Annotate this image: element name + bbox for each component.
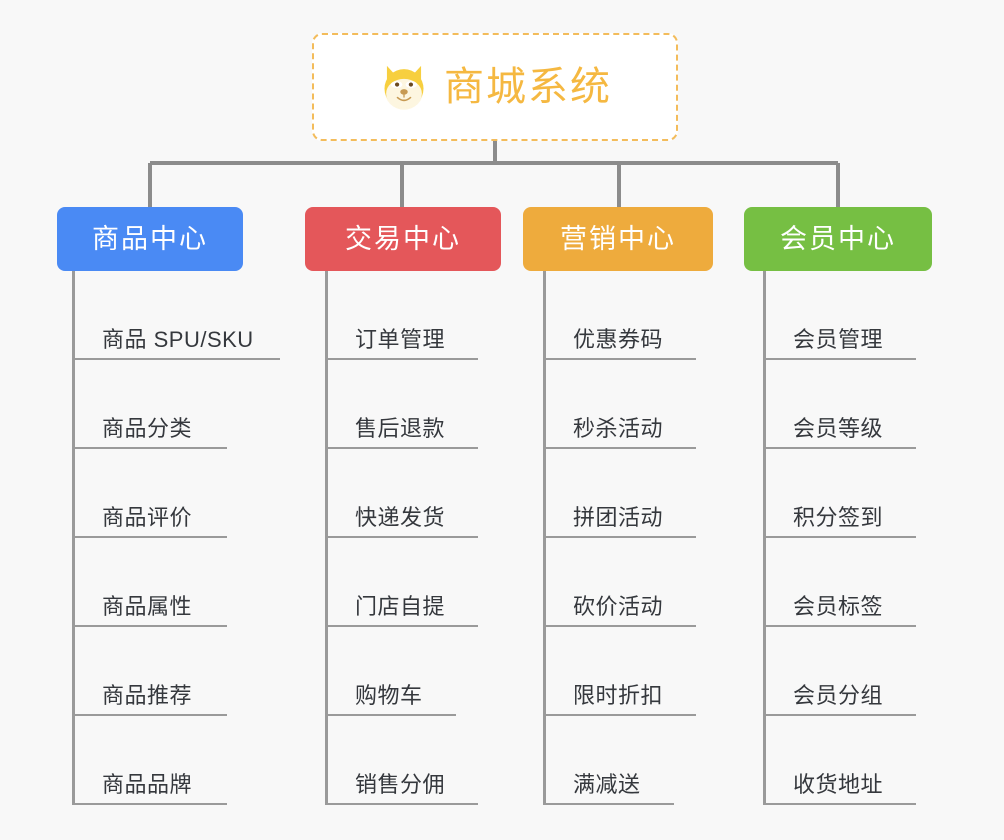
leaf-item[interactable]: 门店自提 [325,538,478,627]
leaf-label: 优惠券码 [573,327,664,352]
leaf-label: 快递发货 [355,505,446,530]
category-box-4[interactable]: 会员中心 [744,207,932,271]
leaf-item[interactable]: 商品推荐 [72,627,260,716]
leaf-item[interactable]: 积分签到 [763,449,916,538]
category-label-3: 营销中心 [560,223,676,254]
leaf-rule [72,714,227,716]
leaf-rule [72,536,227,538]
leaf-item[interactable]: 销售分佣 [325,716,478,805]
leaf-item[interactable]: 商品属性 [72,538,260,627]
leaf-rule [763,714,916,716]
leaf-item[interactable]: 会员分组 [763,627,916,716]
leaf-label: 满减送 [573,772,641,797]
leaf-item[interactable]: 购物车 [325,627,456,716]
leaf-rule [543,803,674,805]
leaf-item[interactable]: 拼团活动 [543,449,696,538]
leaf-item[interactable]: 优惠券码 [543,271,696,360]
leaf-item[interactable]: 快递发货 [325,449,478,538]
leaf-rule [763,803,916,805]
leaf-rule [763,625,916,627]
leaf-rule [325,536,478,538]
leaf-item[interactable]: 秒杀活动 [543,360,696,449]
leaf-label: 收货地址 [793,772,884,797]
branch-trunk-2 [325,271,328,805]
leaf-item[interactable]: 会员标签 [763,538,916,627]
branch-trunk-3 [543,271,546,805]
branch-trunk-4 [763,271,766,805]
leaf-rule [72,447,227,449]
leaf-item[interactable]: 会员管理 [763,271,916,360]
leaf-label: 商品评价 [102,505,193,530]
leaf-rule [543,625,696,627]
leaf-label: 限时折扣 [573,683,664,708]
leaf-item[interactable]: 收货地址 [763,716,916,805]
leaf-rule [325,358,478,360]
leaf-label: 拼团活动 [573,505,664,530]
category-box-3[interactable]: 营销中心 [523,207,713,271]
leaf-rule [543,714,696,716]
leaf-label: 会员管理 [793,327,884,352]
leaf-rule [72,625,227,627]
leaf-label: 商品分类 [102,416,193,441]
leaf-rule [325,714,456,716]
leaf-label: 商品推荐 [102,683,193,708]
leaf-rule [72,803,227,805]
category-label-4: 会员中心 [780,223,896,254]
leaf-label: 商品 SPU/SKU [102,327,254,352]
leaf-item[interactable]: 商品品牌 [72,716,260,805]
category-label-2: 交易中心 [345,223,461,254]
leaf-item[interactable]: 售后退款 [325,360,478,449]
leaf-label: 砍价活动 [573,594,664,619]
leaf-item[interactable]: 会员等级 [763,360,916,449]
leaf-rule [763,358,916,360]
leaf-item[interactable]: 砍价活动 [543,538,696,627]
leaf-label: 秒杀活动 [573,416,664,441]
leaf-label: 会员等级 [793,416,884,441]
leaf-item[interactable]: 限时折扣 [543,627,696,716]
leaf-label: 积分签到 [793,505,884,530]
leaf-rule [543,358,696,360]
leaf-item[interactable]: 商品 SPU/SKU [72,271,280,360]
leaf-item[interactable]: 满减送 [543,716,674,805]
leaf-label: 售后退款 [355,416,446,441]
leaf-label: 商品品牌 [102,772,193,797]
leaf-label: 门店自提 [355,594,446,619]
leaf-item[interactable]: 商品评价 [72,449,260,538]
branch-list-4: 会员管理 会员等级 积分签到 会员标签 会员分组 收货地址 [763,271,916,805]
root-title: 商城系统 [444,65,612,109]
category-box-1[interactable]: 商品中心 [57,207,243,271]
leaf-label: 销售分佣 [355,772,446,797]
leaf-rule [325,625,478,627]
leaf-rule [325,447,478,449]
leaf-item[interactable]: 商品分类 [72,360,260,449]
leaf-label: 订单管理 [355,327,446,352]
category-box-2[interactable]: 交易中心 [305,207,501,271]
leaf-rule [72,358,280,360]
leaf-rule [763,447,916,449]
leaf-rule [763,536,916,538]
branch-trunk-1 [72,271,75,805]
leaf-label: 会员分组 [793,683,884,708]
dog-face-icon [384,65,424,110]
leaf-rule [543,447,696,449]
leaf-label: 购物车 [355,683,423,708]
leaf-rule [325,803,478,805]
branch-list-2: 订单管理 售后退款 快递发货 门店自提 购物车 销售分佣 [325,271,478,805]
root-node[interactable]: 商城系统 [312,33,678,141]
leaf-label: 会员标签 [793,594,884,619]
leaf-item[interactable]: 订单管理 [325,271,478,360]
leaf-rule [543,536,696,538]
branch-list-1: 商品 SPU/SKU 商品分类 商品评价 商品属性 商品推荐 商品品牌 [72,271,280,805]
leaf-label: 商品属性 [102,594,193,619]
branch-list-3: 优惠券码 秒杀活动 拼团活动 砍价活动 限时折扣 满减送 [543,271,696,805]
category-label-1: 商品中心 [92,223,208,254]
